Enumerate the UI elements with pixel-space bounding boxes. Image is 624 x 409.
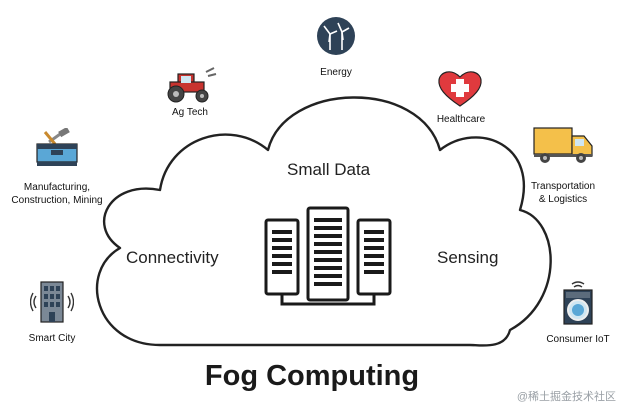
node-label-transportation: Transportation & Logistics	[530, 181, 596, 205]
server-rack-icon	[264, 206, 392, 306]
smart-building-icon	[30, 281, 74, 323]
node-label-manufacturing: Manufacturing, Construction, Mining	[11, 182, 103, 206]
node-label-smart-city: Smart City	[28, 333, 76, 344]
heart-medical-icon	[438, 71, 482, 107]
node-label-ag-tech: Ag Tech	[172, 107, 208, 118]
watermark: @稀土掘金技术社区	[516, 391, 616, 403]
wind-turbine-icon	[317, 17, 355, 55]
cloud-label-connectivity: Connectivity	[126, 248, 219, 267]
node-label-consumer-iot: Consumer IoT	[546, 334, 610, 345]
truck-icon	[533, 127, 593, 163]
tractor-icon	[167, 67, 217, 103]
cloud-label-sensing: Sensing	[437, 248, 499, 267]
cloud-label-small-data: Small Data	[287, 160, 371, 179]
diagram-title: Fog Computing	[204, 360, 420, 392]
washing-machine-icon	[563, 281, 593, 325]
toolbox-icon	[36, 128, 78, 166]
node-label-healthcare: Healthcare	[436, 114, 486, 125]
node-label-energy: Energy	[320, 67, 352, 78]
